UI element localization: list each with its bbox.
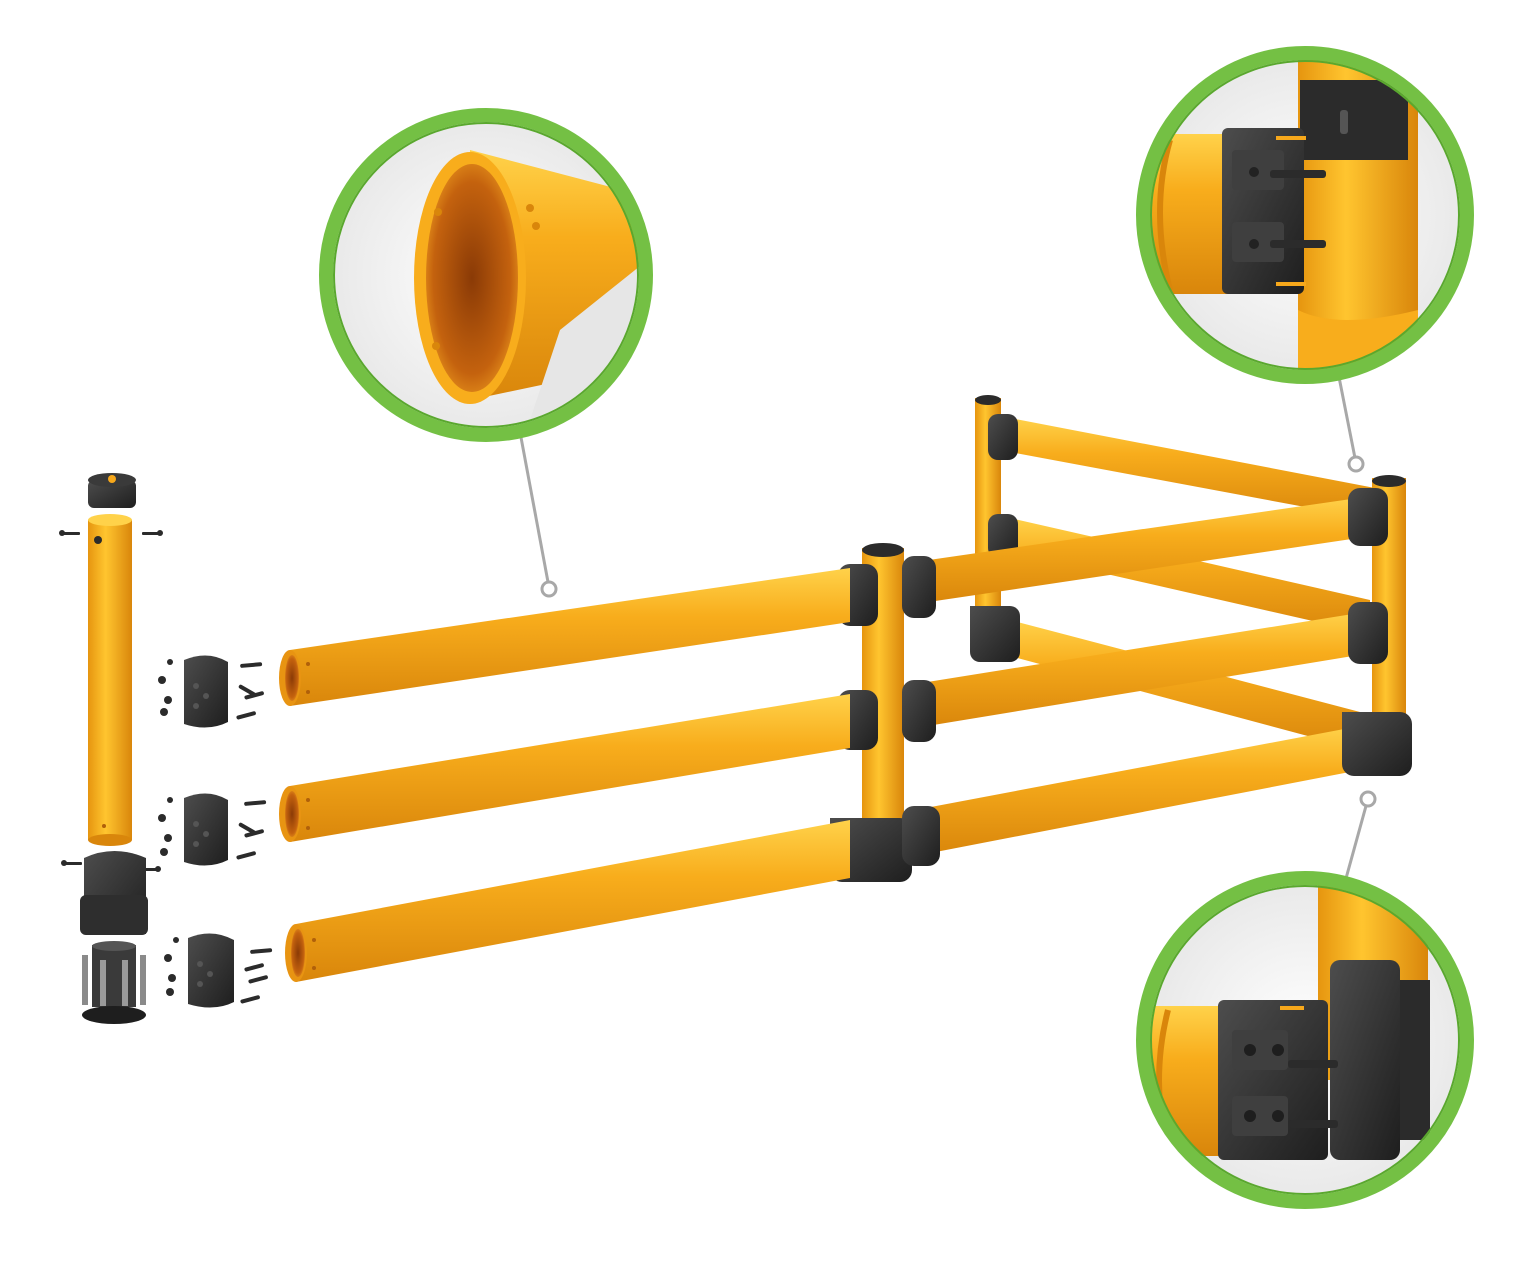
right-section	[915, 475, 1412, 856]
post-base-sleeve	[80, 851, 148, 935]
back-top-rail	[1010, 418, 1375, 520]
middle-mid-right-connector	[902, 680, 936, 742]
rail-end-connector-bottom	[164, 933, 273, 1008]
tube-cross-section-icon	[414, 150, 644, 433]
anchor-base	[82, 941, 146, 1024]
back-top-connector	[988, 414, 1018, 460]
back-section	[970, 395, 1375, 750]
right-top-rail	[915, 497, 1365, 604]
post-cap	[88, 473, 136, 508]
middle-bottom-right-connector	[902, 806, 940, 866]
rail-joint-detail-icon	[1150, 880, 1430, 1160]
left-middle-rail	[290, 694, 850, 842]
left-top-rail	[290, 568, 850, 706]
right-bottom-rail	[915, 726, 1360, 856]
leader-lines	[518, 371, 1368, 883]
rail-joint-detail-icon	[1150, 55, 1418, 375]
post-tube	[88, 514, 132, 846]
callout-top-rail-joint	[1136, 46, 1474, 384]
leader-endpoints	[540, 455, 1377, 808]
callout-base-rail-joint	[1136, 871, 1474, 1209]
rail-end-connector-top	[158, 655, 264, 728]
middle-bottom-left-connector	[830, 818, 912, 882]
right-bottom-connector	[1342, 712, 1412, 776]
right-middle-connector	[1348, 602, 1388, 664]
left-rails	[279, 568, 850, 982]
exploded-post	[59, 473, 163, 1024]
back-middle-connector	[988, 514, 1018, 558]
back-bottom-connector	[970, 606, 1020, 662]
middle-top-right-connector	[902, 556, 936, 618]
right-middle-rail	[915, 612, 1365, 728]
callout-tube-profile	[319, 108, 653, 442]
right-top-connector	[1348, 488, 1388, 546]
back-bottom-rail	[1010, 620, 1360, 750]
rail-end-connector-middle	[158, 793, 267, 866]
left-bottom-rail	[296, 820, 850, 982]
